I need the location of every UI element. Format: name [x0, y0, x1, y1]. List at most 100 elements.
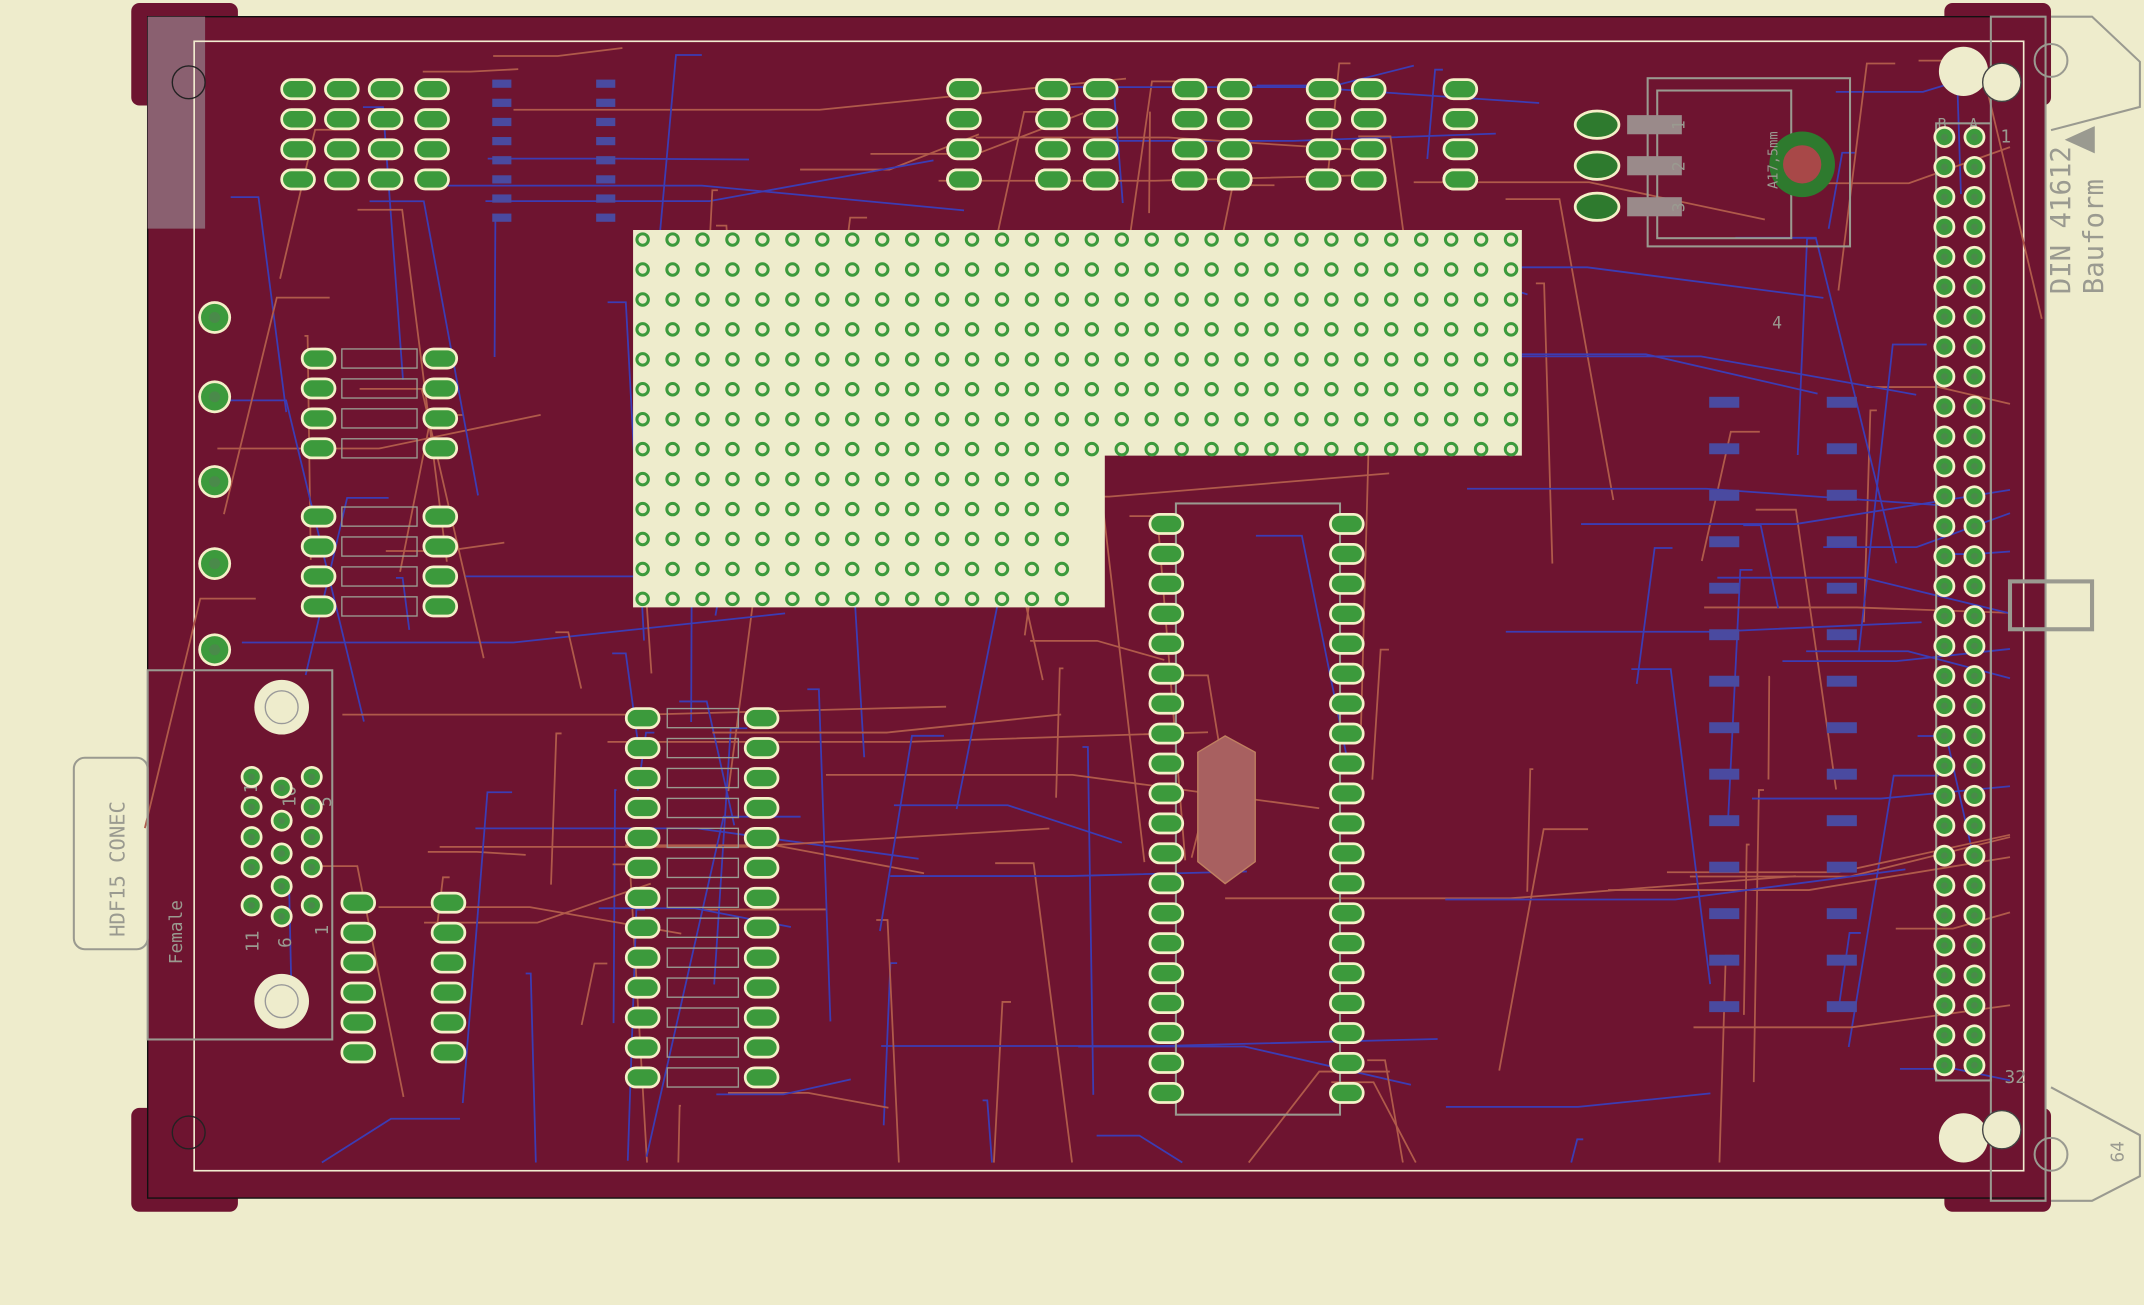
perfboard-hole [1354, 382, 1369, 397]
ic-pin [1329, 542, 1365, 565]
trace [230, 196, 288, 413]
perfboard-hole [964, 501, 980, 517]
perfboard-hole [1324, 411, 1339, 427]
smd-pad [596, 79, 616, 88]
perfboard-hole [845, 441, 860, 457]
perfboard-hole [815, 591, 830, 607]
perfboard-hole [934, 561, 950, 577]
resistor-body [666, 707, 740, 729]
perfboard-hole [1144, 411, 1159, 427]
perfboard-hole [845, 232, 860, 247]
trace [1127, 80, 1176, 248]
perfboard-hole [1054, 591, 1070, 607]
header-pad [340, 1011, 377, 1034]
perfboard-hole [695, 501, 710, 517]
resistor-pad [422, 505, 459, 528]
smd-pad [1709, 582, 1740, 594]
din-pin-drill [1941, 942, 1948, 949]
header-pad [1442, 168, 1479, 191]
resistor-body [341, 408, 418, 429]
ic-pin [1148, 542, 1185, 565]
din-pin-drill [1971, 1032, 1978, 1039]
perfboard-hole [845, 292, 860, 307]
trace [395, 576, 411, 630]
perfboard-hole [1084, 322, 1100, 337]
din-pin-drill [1941, 463, 1948, 470]
din-pin-drill [1971, 852, 1978, 859]
trace [1030, 639, 1165, 661]
perfboard-hole [1384, 292, 1399, 307]
dsub-pin-drill [248, 902, 255, 909]
terminal-pad-drill [209, 312, 221, 323]
perfboard-hole [755, 382, 770, 397]
smd-pad [596, 213, 616, 222]
perfboard-hole [755, 292, 770, 307]
perfboard-hole [1384, 322, 1399, 337]
resistor-pad [422, 565, 459, 588]
smd-pad [492, 79, 512, 88]
din-pin-drill [1941, 1032, 1948, 1039]
perfboard-hole [1354, 411, 1369, 427]
perfboard-hole [904, 322, 920, 337]
trace [1498, 828, 1589, 1071]
perfboard-hole [1294, 262, 1309, 277]
din-pin-drill [1941, 972, 1948, 979]
din-pin-drill [1941, 433, 1948, 440]
din-connector: DIN 41612 Bauform 1 32 64 B A [1935, 15, 2141, 1202]
perfboard-hole [994, 591, 1010, 607]
perfboard-hole [1294, 441, 1309, 457]
dsub-connector: HDF15 CONEC Female 15 10 5 11 6 1 [72, 669, 336, 1041]
perfboard-hole [934, 352, 950, 367]
perfboard-hole [695, 352, 710, 367]
trace [1055, 667, 1064, 798]
perfboard-hole [964, 322, 980, 337]
perfboard-hole [785, 232, 800, 247]
perfboard-hole [1264, 292, 1279, 307]
perfboard-hole [1294, 232, 1309, 247]
resistor-pad [300, 407, 337, 430]
dsub-pin-drill [308, 833, 316, 841]
smd-pad [1826, 675, 1857, 687]
header-pad [1082, 168, 1119, 191]
perfboard-hole [755, 232, 770, 247]
resistor-pad [624, 976, 661, 999]
perfboard-hole [1084, 232, 1100, 247]
resistor-pad [743, 826, 780, 849]
perfboard-hole [1443, 411, 1459, 427]
din-pin-drill [1971, 882, 1978, 889]
din-pin-drill [1941, 792, 1948, 800]
perfboard-hole [755, 322, 770, 337]
smd-pad [492, 175, 512, 184]
perfboard-hole [635, 292, 650, 307]
trace [435, 876, 450, 933]
ic-pin [1148, 1022, 1185, 1044]
din-row-a-label: A [1969, 115, 1978, 133]
trace [1091, 132, 1496, 142]
perfboard-hole [934, 322, 950, 337]
perfboard-hole [1503, 441, 1519, 457]
din-pin-32-label: 32 [2005, 1068, 2026, 1088]
perfboard-hole [1324, 352, 1339, 367]
perfboard-hole [635, 322, 650, 337]
trace [1225, 875, 1796, 900]
perfboard-hole [1503, 292, 1519, 307]
ic-pin [1148, 662, 1185, 685]
din-pin-drill [1941, 552, 1948, 560]
perfboard-hole [695, 591, 710, 607]
perfboard-hole [934, 471, 950, 487]
perfboard-hole [874, 561, 890, 577]
trace [938, 174, 1372, 182]
perfboard-hole [994, 411, 1010, 427]
perfboard-hole [785, 561, 800, 577]
resistor-pad [743, 767, 780, 789]
din-pin-drill [1971, 373, 1978, 380]
smd-pad [1826, 582, 1857, 594]
perfboard-hole [1324, 322, 1339, 337]
ic-pin [1329, 962, 1365, 985]
perfboard-hole [994, 232, 1010, 247]
perfboard-hole [1234, 352, 1249, 367]
trace [1255, 534, 1349, 763]
perfboard-hole [815, 471, 830, 487]
